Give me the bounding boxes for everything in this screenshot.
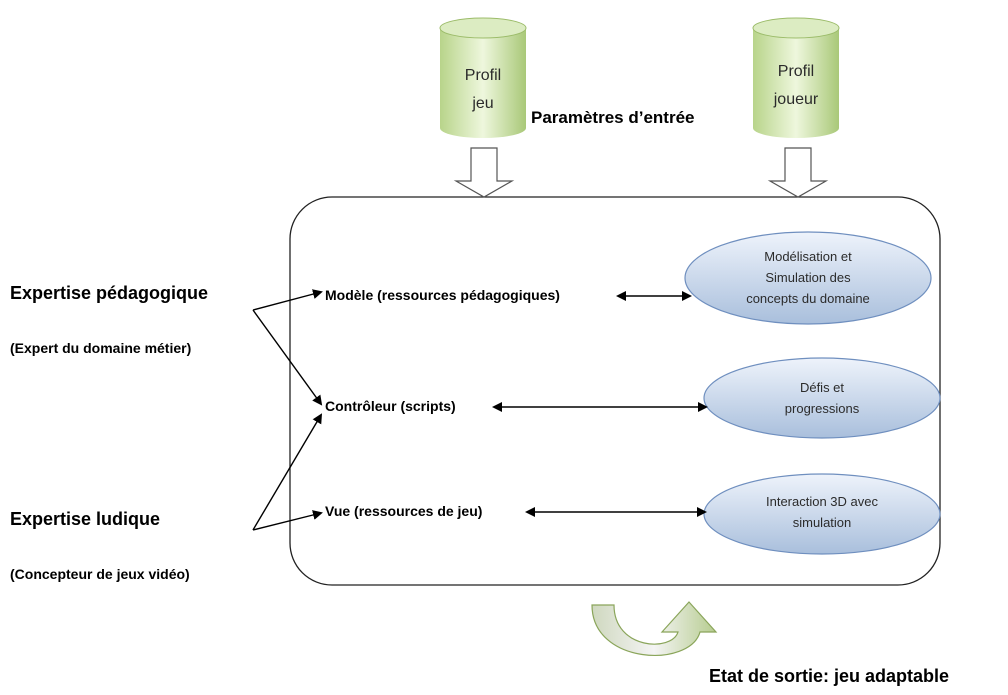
expertise-ludique-subtitle: (Concepteur de jeux vidéo) xyxy=(10,566,190,582)
output-loop-arrow xyxy=(591,601,718,656)
arrow-ludique-controleur xyxy=(252,413,323,531)
profil-joueur-line2: joueur xyxy=(773,91,819,108)
profil-jeu-cylinder xyxy=(439,17,527,138)
profil-jeu-line2: jeu xyxy=(472,95,494,112)
vue-label: Vue (ressources de jeu) xyxy=(325,503,483,519)
modelisation-line1: Modélisation et xyxy=(764,249,852,264)
expertise-pedagogique-title: Expertise pédagogique xyxy=(10,283,209,303)
arrow-pedagogique-modele xyxy=(252,289,323,311)
parametres-entree-label: Paramètres d’entrée xyxy=(531,108,695,127)
ellipse-defis xyxy=(703,357,941,439)
profil-joueur-label: Profil joueur xyxy=(753,58,839,114)
input-arrow-jeu xyxy=(453,147,515,198)
modelisation-text: Modélisation et Simulation des concepts … xyxy=(690,246,926,309)
profil-jeu-line1: Profil xyxy=(464,67,502,84)
input-arrow-joueur xyxy=(767,147,829,198)
profil-joueur-cylinder xyxy=(752,17,840,138)
defis-text: Défis et progressions xyxy=(704,377,940,419)
defis-line1: Défis et xyxy=(799,380,845,395)
interaction-line2: simulation xyxy=(792,515,852,530)
interaction-text: Interaction 3D avec simulation xyxy=(704,491,940,533)
ellipse-modelisation xyxy=(684,231,932,325)
expertise-ludique-title: Expertise ludique xyxy=(10,509,161,529)
modelisation-line3: concepts du domaine xyxy=(746,291,870,306)
etat-sortie-label: Etat de sortie: jeu adaptable xyxy=(709,666,950,686)
arrow-ludique-vue xyxy=(252,510,323,531)
interaction-line1: Interaction 3D avec xyxy=(765,494,878,509)
profil-jeu-label: Profil jeu xyxy=(440,62,526,118)
modele-label: Modèle (ressources pédagogiques) xyxy=(325,287,560,303)
expertise-pedagogique-subtitle: (Expert du domaine métier) xyxy=(10,340,192,356)
arrow-pedagogique-controleur xyxy=(252,309,323,406)
controleur-label: Contrôleur (scripts) xyxy=(325,398,456,414)
defis-line2: progressions xyxy=(784,401,860,416)
modelisation-line2: Simulation des xyxy=(765,270,851,285)
profil-joueur-line1: Profil xyxy=(777,63,815,80)
system-container xyxy=(289,196,941,586)
